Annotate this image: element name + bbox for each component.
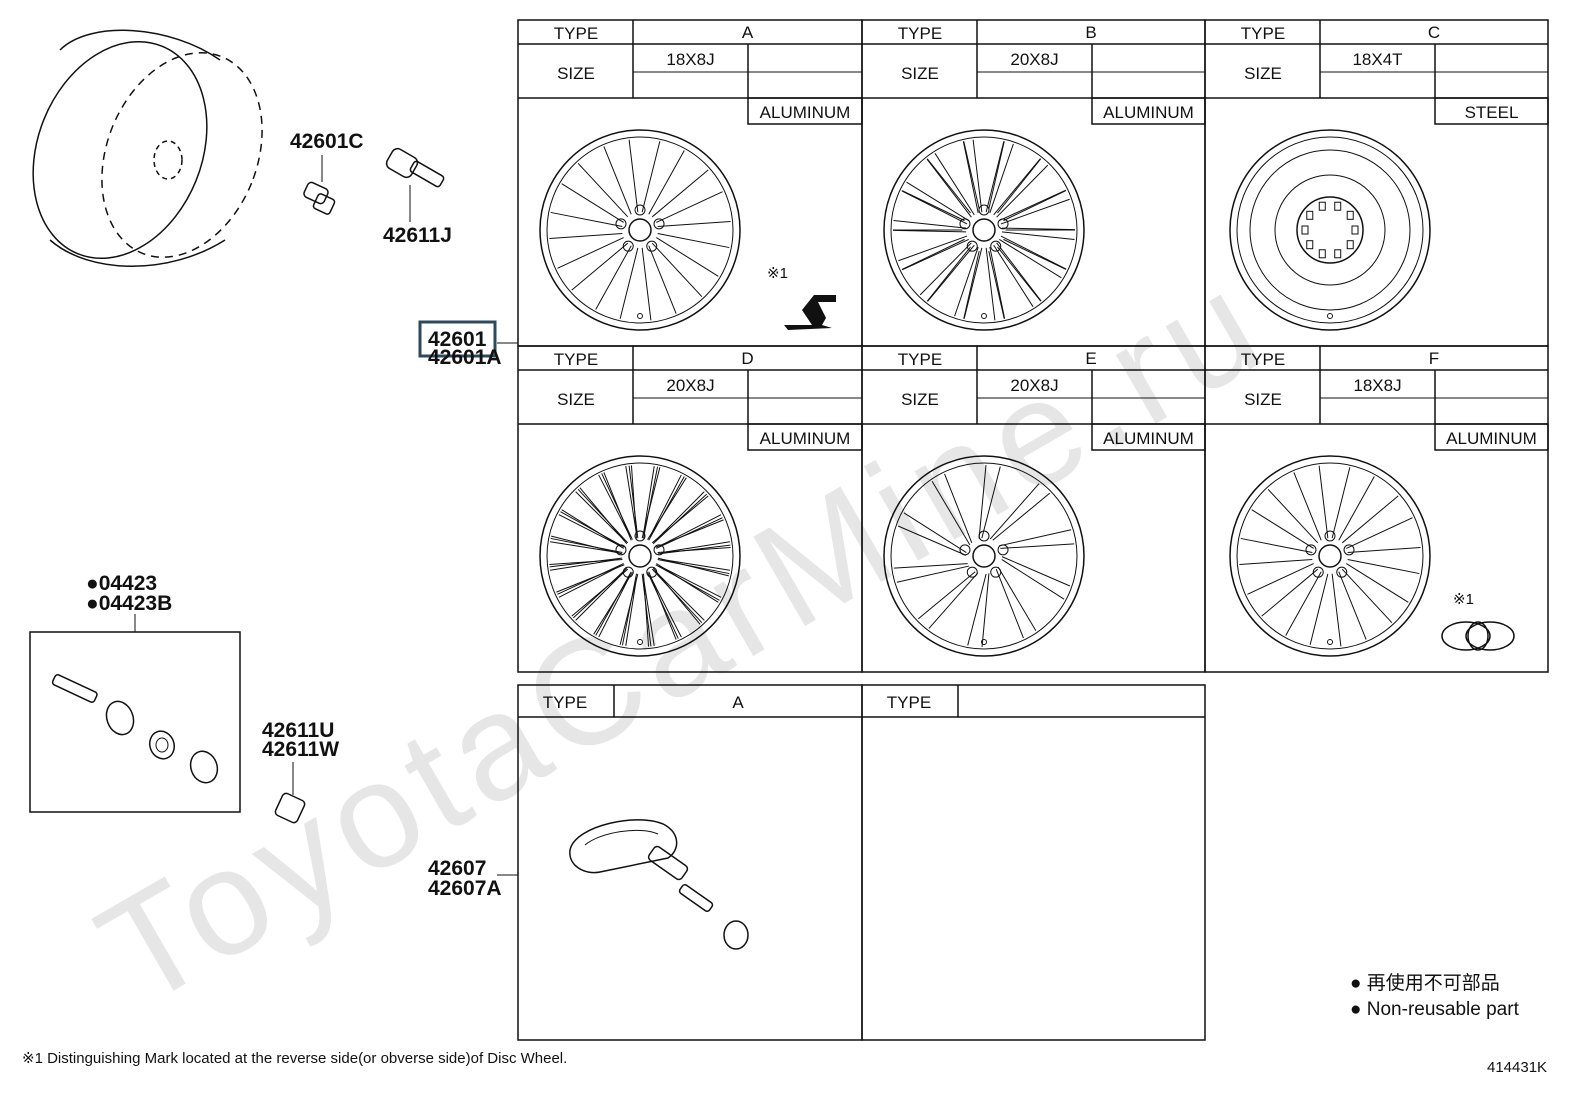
mark-note: ※1 [1453, 591, 1474, 608]
part-04423[interactable]: ●04423 [86, 572, 157, 595]
wheel-icon [883, 129, 1085, 331]
material-value: ALUMINUM [760, 103, 851, 122]
valve-kit-box [29, 631, 241, 813]
part-42601A[interactable]: 42601A [428, 346, 502, 369]
wheel-cell-A[interactable]: TYPE A SIZE 18X8J ALUMINUM ※1 [517, 19, 863, 347]
part-42611J[interactable]: 42611J [383, 224, 452, 247]
type-label: TYPE [1241, 24, 1285, 43]
part-42611W[interactable]: 42611W [262, 738, 339, 761]
wheel-cell-F[interactable]: TYPE F SIZE 18X8J ALUMINUM ※1 [1204, 345, 1549, 673]
size-value: 20X8J [1010, 50, 1058, 69]
type-label: TYPE [898, 24, 942, 43]
watermark: ToyotaCarMine.ru [72, 236, 1292, 1037]
part-42601C[interactable]: 42601C [290, 130, 364, 153]
size-label: SIZE [557, 64, 595, 83]
footnote: ※1 Distinguishing Mark located at the re… [22, 1050, 567, 1067]
valve-cap-icon [303, 181, 336, 215]
wheel-cell-B[interactable]: TYPE B SIZE 20X8J ALUMINUM [861, 19, 1206, 347]
material-value: ALUMINUM [1103, 103, 1194, 122]
legend-bullet: ● [1350, 973, 1361, 994]
valve-kit-icon [51, 673, 219, 784]
type-label: TYPE [898, 350, 942, 369]
wheel-icon [1229, 455, 1431, 657]
svg-text:● 再使用不可部品: ● 再使用不可部品 [1350, 972, 1500, 994]
wheel-cell-C[interactable]: TYPE C SIZE 18X4T STEEL [1204, 19, 1549, 347]
material-value: ALUMINUM [1103, 429, 1194, 448]
wheel-cell-E[interactable]: TYPE E SIZE 20X8J ALUMINUM [861, 345, 1206, 673]
distinguishing-mark-icon [1441, 621, 1515, 651]
type-label: TYPE [543, 693, 587, 712]
tpms-sensor-icon [569, 819, 749, 950]
part-42601[interactable]: 42601 [428, 328, 487, 351]
legend-en: Non-reusable part [1367, 999, 1520, 1020]
type-value: E [1085, 349, 1096, 368]
mark-note: ※1 [767, 265, 788, 282]
part-42607A[interactable]: 42607A [428, 877, 502, 900]
size-label: SIZE [1244, 390, 1282, 409]
size-label: SIZE [901, 64, 939, 83]
size-value: 18X8J [1353, 376, 1401, 395]
type-label: TYPE [887, 693, 931, 712]
type-value: F [1429, 349, 1439, 368]
material-value: STEEL [1465, 103, 1519, 122]
size-label: SIZE [1244, 64, 1282, 83]
wheel-icon [1229, 129, 1431, 331]
valve-stem-icon [385, 147, 445, 188]
part-04423B[interactable]: ●04423B [86, 592, 172, 615]
size-value: 20X8J [1010, 376, 1058, 395]
wheel-icon [539, 455, 741, 657]
legend-ja: 再使用不可部品 [1367, 972, 1500, 994]
wheel-cell-D[interactable]: TYPE D SIZE 20X8J ALUMINUM [517, 345, 863, 673]
non-reusable-bullet: ● [86, 572, 99, 595]
type-value: C [1428, 23, 1440, 42]
type-label: TYPE [554, 350, 598, 369]
part-42607[interactable]: 42607 [428, 857, 486, 880]
highlight-box [418, 320, 497, 358]
size-label: SIZE [901, 390, 939, 409]
type-value: B [1085, 23, 1096, 42]
type-value: A [732, 693, 744, 712]
type-label: TYPE [1241, 350, 1285, 369]
size-value: 18X8J [666, 50, 714, 69]
type-value: A [742, 23, 754, 42]
wheel-icon [883, 455, 1085, 657]
tire-illustration [32, 29, 263, 267]
material-value: ALUMINUM [1446, 429, 1537, 448]
sensor-table: TYPE A TYPE [517, 684, 1206, 1041]
type-label: TYPE [554, 24, 598, 43]
legend: ● 再使用不可部品 ● Non-reusable part [1350, 972, 1520, 1020]
size-value: 18X4T [1352, 50, 1402, 69]
valve-nut-icon [274, 792, 306, 824]
material-value: ALUMINUM [760, 429, 851, 448]
sensor-cell-blank[interactable]: TYPE [861, 684, 1206, 1041]
diagram-id: 414431K [1487, 1059, 1547, 1076]
type-value: D [741, 349, 753, 368]
legend-bullet: ● [1350, 999, 1361, 1020]
size-value: 20X8J [666, 376, 714, 395]
non-reusable-bullet: ● [86, 592, 99, 615]
svg-text:● Non-reusable part: ● Non-reusable part [1350, 999, 1520, 1020]
wheel-icon [539, 129, 741, 331]
distinguishing-mark-icon [784, 295, 836, 330]
size-label: SIZE [557, 390, 595, 409]
part-42611U[interactable]: 42611U [262, 719, 334, 742]
